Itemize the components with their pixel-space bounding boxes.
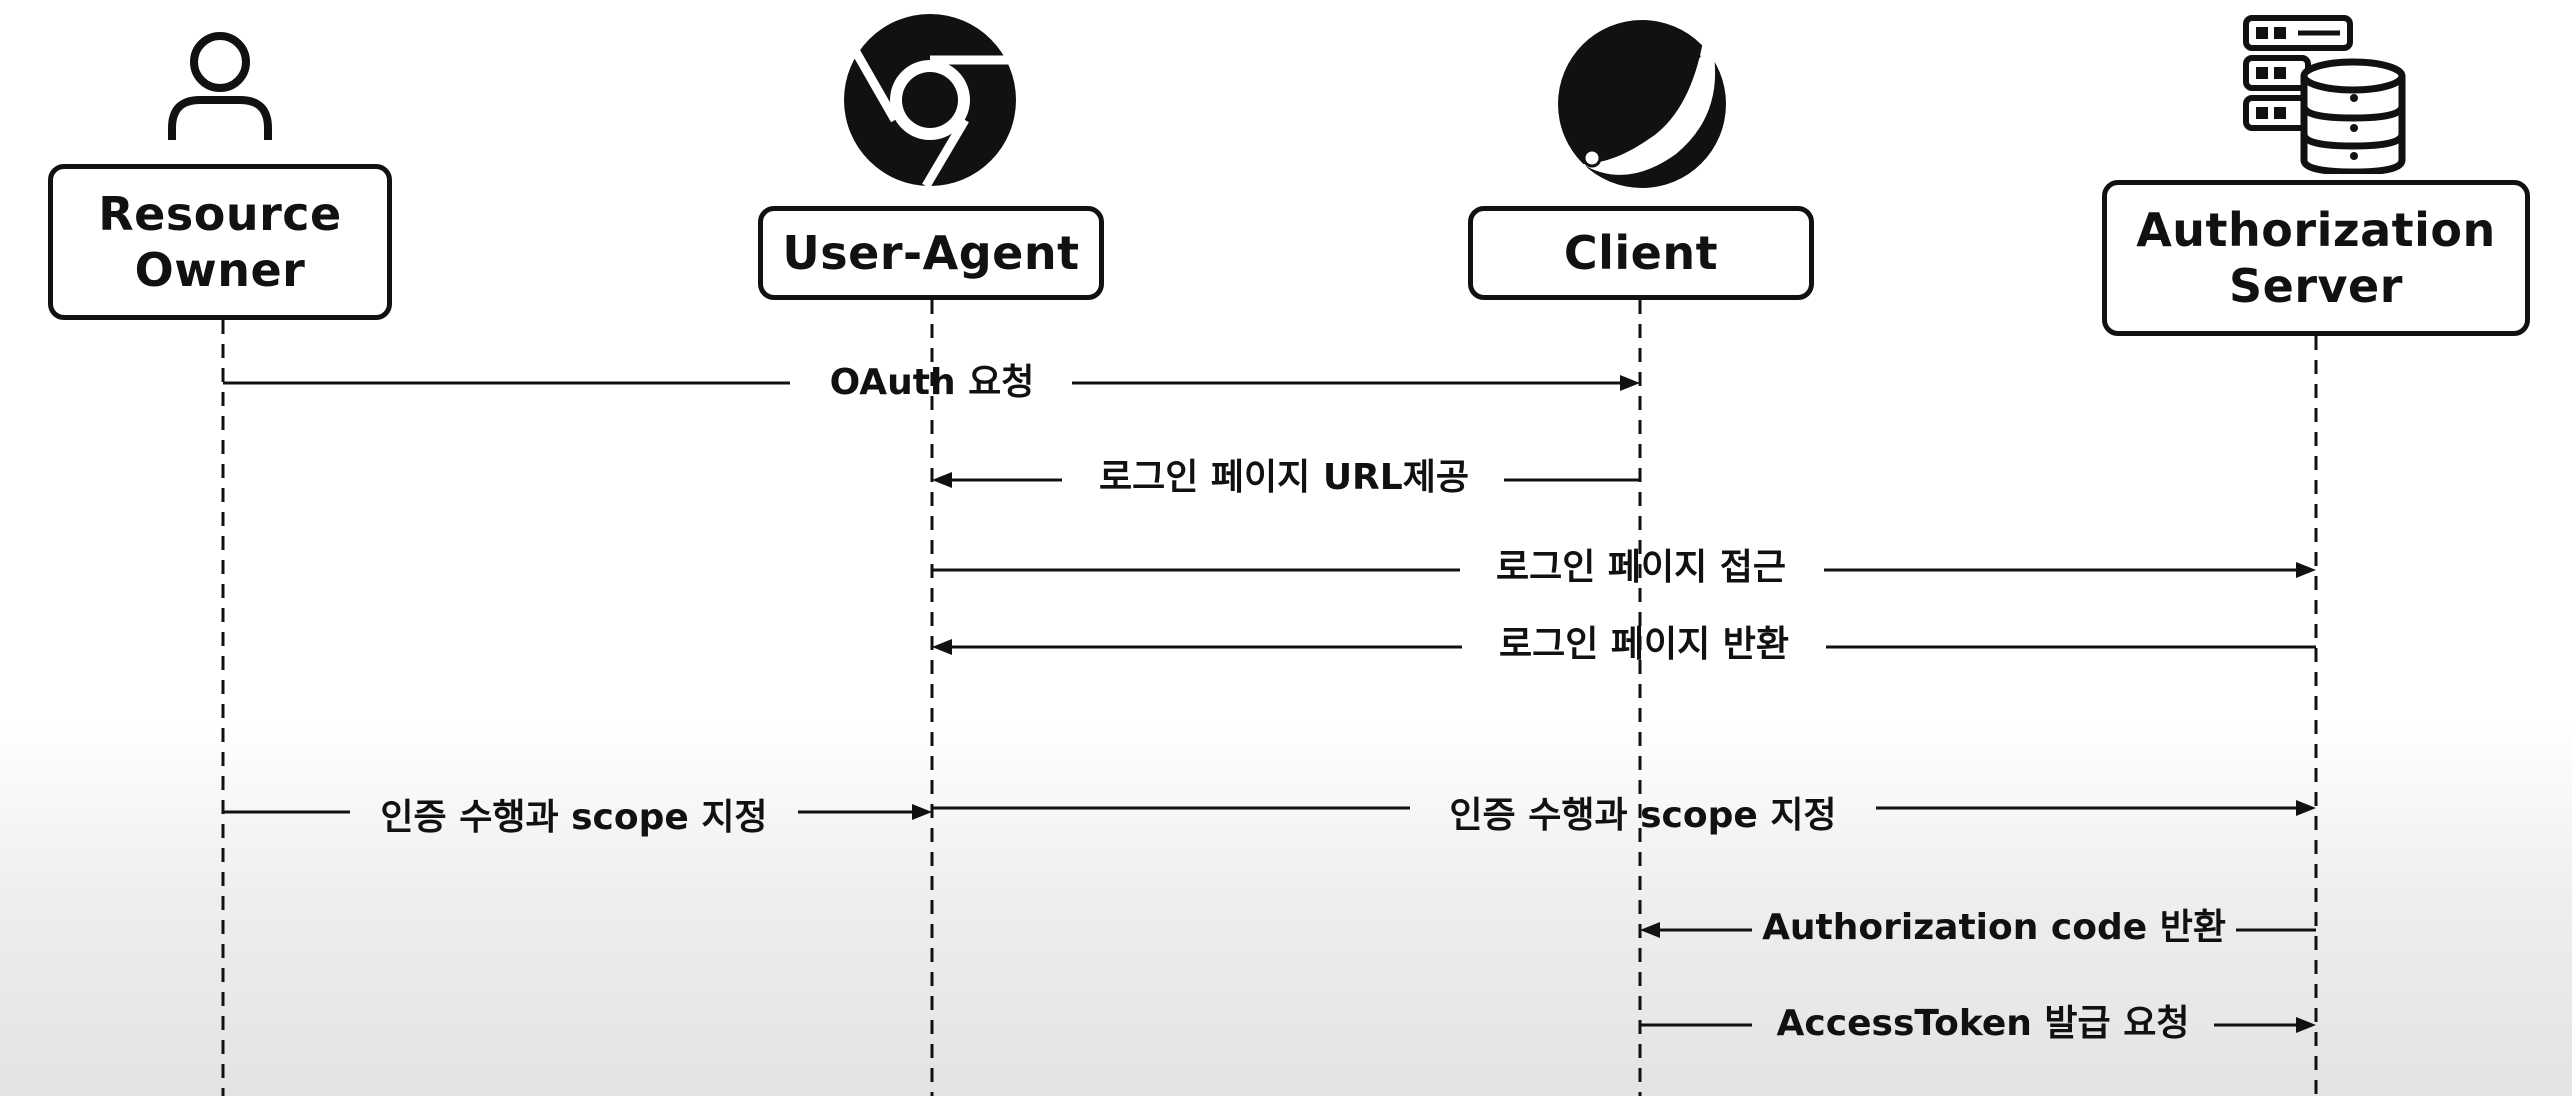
spring-leaf-icon bbox=[1558, 20, 1726, 188]
message-arrow-5 bbox=[223, 804, 932, 820]
message-label-1: OAuth 요청 bbox=[829, 362, 1035, 403]
actor-resource-owner-line-1: Resource bbox=[98, 187, 342, 241]
message-label-3: 로그인 페이지 접근 bbox=[1495, 547, 1787, 588]
message-arrow-3 bbox=[932, 562, 2316, 578]
actor-authorization-server: Authorization Server bbox=[2102, 180, 2530, 336]
message-arrow-4 bbox=[932, 639, 2316, 655]
message-arrow-2 bbox=[932, 472, 1640, 488]
message-arrow-6 bbox=[932, 800, 2316, 816]
message-label-8: AccessToken 발급 요청 bbox=[1776, 1003, 2190, 1044]
message-label-4: 로그인 페이지 반환 bbox=[1498, 624, 1790, 665]
message-label-2: 로그인 페이지 URL제공 bbox=[1099, 457, 1469, 498]
actor-resource-owner: Resource Owner bbox=[48, 164, 392, 320]
browser-icon bbox=[844, 14, 1016, 188]
message-arrow-1 bbox=[223, 375, 1640, 391]
actor-user-agent: User-Agent bbox=[758, 206, 1104, 300]
server-database-icon bbox=[2243, 15, 2406, 174]
actor-authorization-server-line-2: Server bbox=[2229, 259, 2403, 313]
actor-client-label: Client bbox=[1563, 226, 1719, 280]
message-arrow-8 bbox=[1640, 1017, 2316, 1033]
actor-user-agent-label: User-Agent bbox=[782, 226, 1080, 280]
message-arrow-7 bbox=[1640, 922, 2316, 938]
message-label-5: 인증 수행과 scope 지정 bbox=[380, 797, 768, 838]
actor-authorization-server-line-1: Authorization bbox=[2136, 203, 2496, 257]
person-icon bbox=[168, 32, 272, 140]
message-label-6: 인증 수행과 scope 지정 bbox=[1449, 795, 1837, 836]
actor-resource-owner-line-2: Owner bbox=[134, 243, 306, 297]
actor-client: Client bbox=[1468, 206, 1814, 300]
message-label-7: Authorization code 반환 bbox=[1762, 907, 2226, 948]
